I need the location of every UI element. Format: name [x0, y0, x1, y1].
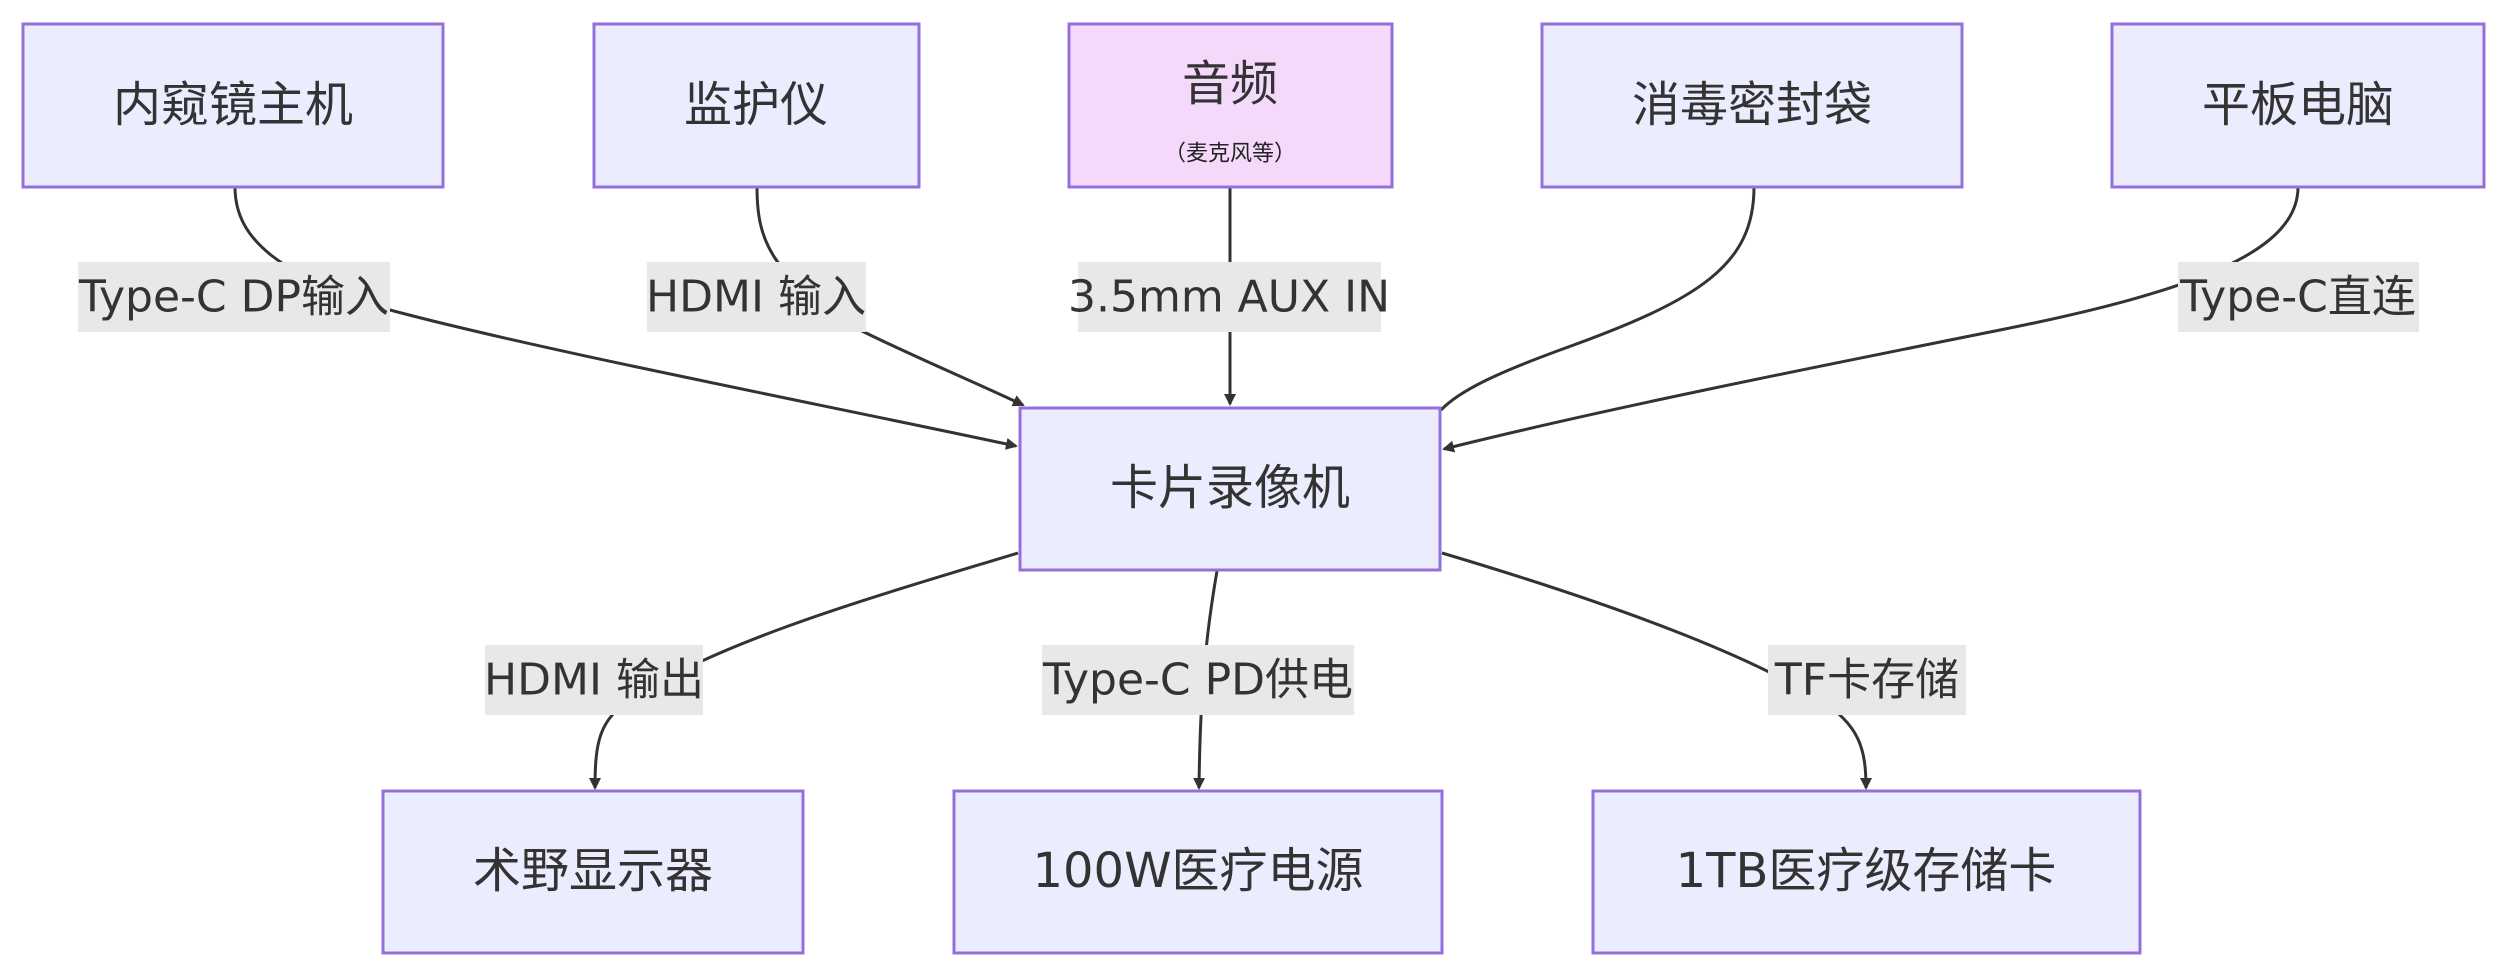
- edge-labels: Type-C DP输入 HDMI 输入 3.5mm AUX IN Type-C直…: [78, 262, 2419, 715]
- edge-label-recorder-power: Type-C PD供电: [1042, 645, 1354, 715]
- nodes: 内窥镜主机 监护仪 音频 （麦克风等） 消毒密封袋 平板电脑 卡片录像机 术野显…: [21, 22, 2486, 955]
- node-surgical-display: 术野显示器: [381, 789, 805, 955]
- svg-text:（麦克风等）: （麦克风等）: [1164, 142, 1296, 167]
- svg-text:HDMI 输入: HDMI 输入: [646, 272, 866, 323]
- node-sterile-bag: 消毒密封袋: [1540, 22, 1964, 189]
- edge-label-recorder-storage: TF卡存储: [1768, 645, 1966, 715]
- svg-text:平板电脑: 平板电脑: [2202, 77, 2394, 133]
- svg-text:Type-C DP输入: Type-C DP输入: [78, 272, 389, 323]
- svg-text:消毒密封袋: 消毒密封袋: [1632, 77, 1872, 133]
- svg-text:TF卡存储: TF卡存储: [1774, 655, 1959, 706]
- svg-text:HDMI 输出: HDMI 输出: [484, 655, 704, 706]
- edge-label-recorder-display: HDMI 输出: [484, 645, 704, 715]
- edge-sterilebag-recorder: [1439, 186, 1756, 412]
- node-monitor: 监护仪: [592, 22, 921, 189]
- svg-text:音频: 音频: [1182, 56, 1278, 112]
- svg-text:Type-C直连: Type-C直连: [2179, 272, 2416, 323]
- edge-label-monitor-recorder: HDMI 输入: [646, 262, 866, 332]
- node-medical-power: 100W医疗电源: [952, 789, 1444, 955]
- svg-text:Type-C PD供电: Type-C PD供电: [1042, 655, 1353, 706]
- svg-text:术野显示器: 术野显示器: [473, 843, 713, 899]
- svg-text:1TB医疗级存储卡: 1TB医疗级存储卡: [1676, 843, 2057, 899]
- edge-tablet-recorder: [1442, 186, 2300, 453]
- edge-endoscope-recorder: [233, 186, 1018, 450]
- node-audio: 音频 （麦克风等）: [1067, 22, 1394, 189]
- node-storage-card: 1TB医疗级存储卡: [1591, 789, 2142, 955]
- edge-label-endoscope-recorder: Type-C DP输入: [78, 262, 390, 332]
- svg-text:监护仪: 监护仪: [684, 77, 828, 133]
- svg-text:100W医疗电源: 100W医疗电源: [1032, 843, 1363, 899]
- edge-label-tablet-recorder: Type-C直连: [2178, 262, 2419, 332]
- svg-text:内窥镜主机: 内窥镜主机: [113, 77, 353, 133]
- node-tablet: 平板电脑: [2110, 22, 2486, 189]
- node-endoscope-host: 内窥镜主机: [21, 22, 445, 189]
- svg-text:卡片录像机: 卡片录像机: [1110, 460, 1350, 516]
- svg-text:3.5mm AUX IN: 3.5mm AUX IN: [1068, 272, 1390, 323]
- node-card-recorder: 卡片录像机: [1018, 406, 1442, 572]
- edge-label-audio-recorder: 3.5mm AUX IN: [1068, 262, 1390, 332]
